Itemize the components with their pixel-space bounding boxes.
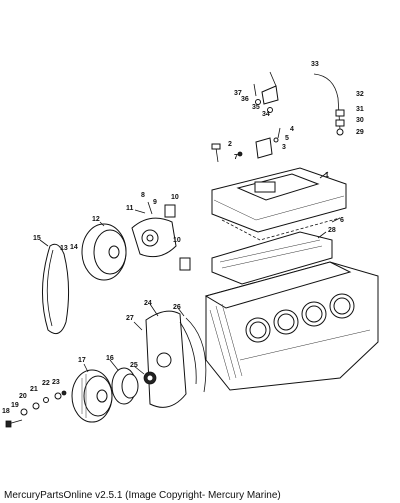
callout-2: 2 (228, 141, 232, 148)
callout-11: 11 (126, 205, 134, 212)
callout-5: 5 (285, 135, 289, 142)
harmonic-hub (111, 367, 139, 405)
callout-29: 29 (356, 129, 364, 136)
callout-12: 12 (92, 216, 100, 223)
callout-8: 8 (141, 192, 145, 199)
callout-37: 37 (234, 90, 242, 97)
callout-4: 4 (290, 126, 294, 133)
engine-block (204, 261, 379, 391)
callout-20: 20 (19, 393, 27, 400)
water-pump-pulley (81, 223, 127, 281)
top-hardware (211, 71, 345, 163)
callout-10b: 10 (173, 237, 181, 244)
callout-15: 15 (33, 235, 41, 242)
callout-24: 24 (144, 300, 152, 307)
gasket-lower (179, 257, 191, 271)
callout-32: 32 (356, 91, 364, 98)
callout-34: 34 (262, 111, 270, 118)
callout-3: 3 (282, 144, 286, 151)
callout-26: 26 (173, 304, 181, 311)
copyright-footer: MercuryPartsOnline v2.5.1 (Image Copyrig… (4, 490, 281, 501)
callout-18: 18 (2, 408, 10, 415)
callout-labels: 1 2 3 4 5 6 7 8 9 10 10 11 12 13 14 15 1… (2, 61, 364, 415)
intake-gasket (221, 217, 341, 241)
timing-cover (145, 310, 197, 408)
balancer-hardware (5, 390, 67, 428)
valley-cover (211, 231, 333, 285)
callout-27: 27 (126, 315, 134, 322)
callout-31: 31 (356, 106, 364, 113)
callout-7: 7 (234, 154, 238, 161)
callout-6: 6 (340, 217, 344, 224)
callout-35: 35 (252, 104, 260, 111)
drive-belt (42, 243, 70, 335)
callout-21: 21 (30, 386, 38, 393)
intake-manifold (211, 167, 347, 233)
gasket-upper (164, 204, 176, 218)
callout-22: 22 (42, 380, 50, 387)
callout-13: 13 (60, 245, 68, 252)
callout-10a: 10 (171, 194, 179, 201)
callout-19: 19 (11, 402, 19, 409)
callout-14: 14 (70, 244, 78, 251)
callout-1: 1 (325, 172, 329, 179)
callout-23: 23 (52, 379, 60, 386)
oil-seal (143, 371, 157, 385)
callout-30: 30 (356, 117, 364, 124)
small-bolts (133, 201, 153, 331)
harmonic-balancer (71, 369, 113, 423)
callout-33: 33 (311, 61, 319, 68)
water-pump (131, 217, 177, 258)
leader-lines (39, 171, 341, 375)
timing-cover-gasket (185, 317, 207, 393)
callout-36: 36 (241, 96, 249, 103)
callout-25: 25 (130, 362, 138, 369)
callout-17: 17 (78, 357, 86, 364)
callout-9: 9 (153, 199, 157, 206)
callout-16: 16 (106, 355, 114, 362)
callout-28: 28 (328, 227, 336, 234)
